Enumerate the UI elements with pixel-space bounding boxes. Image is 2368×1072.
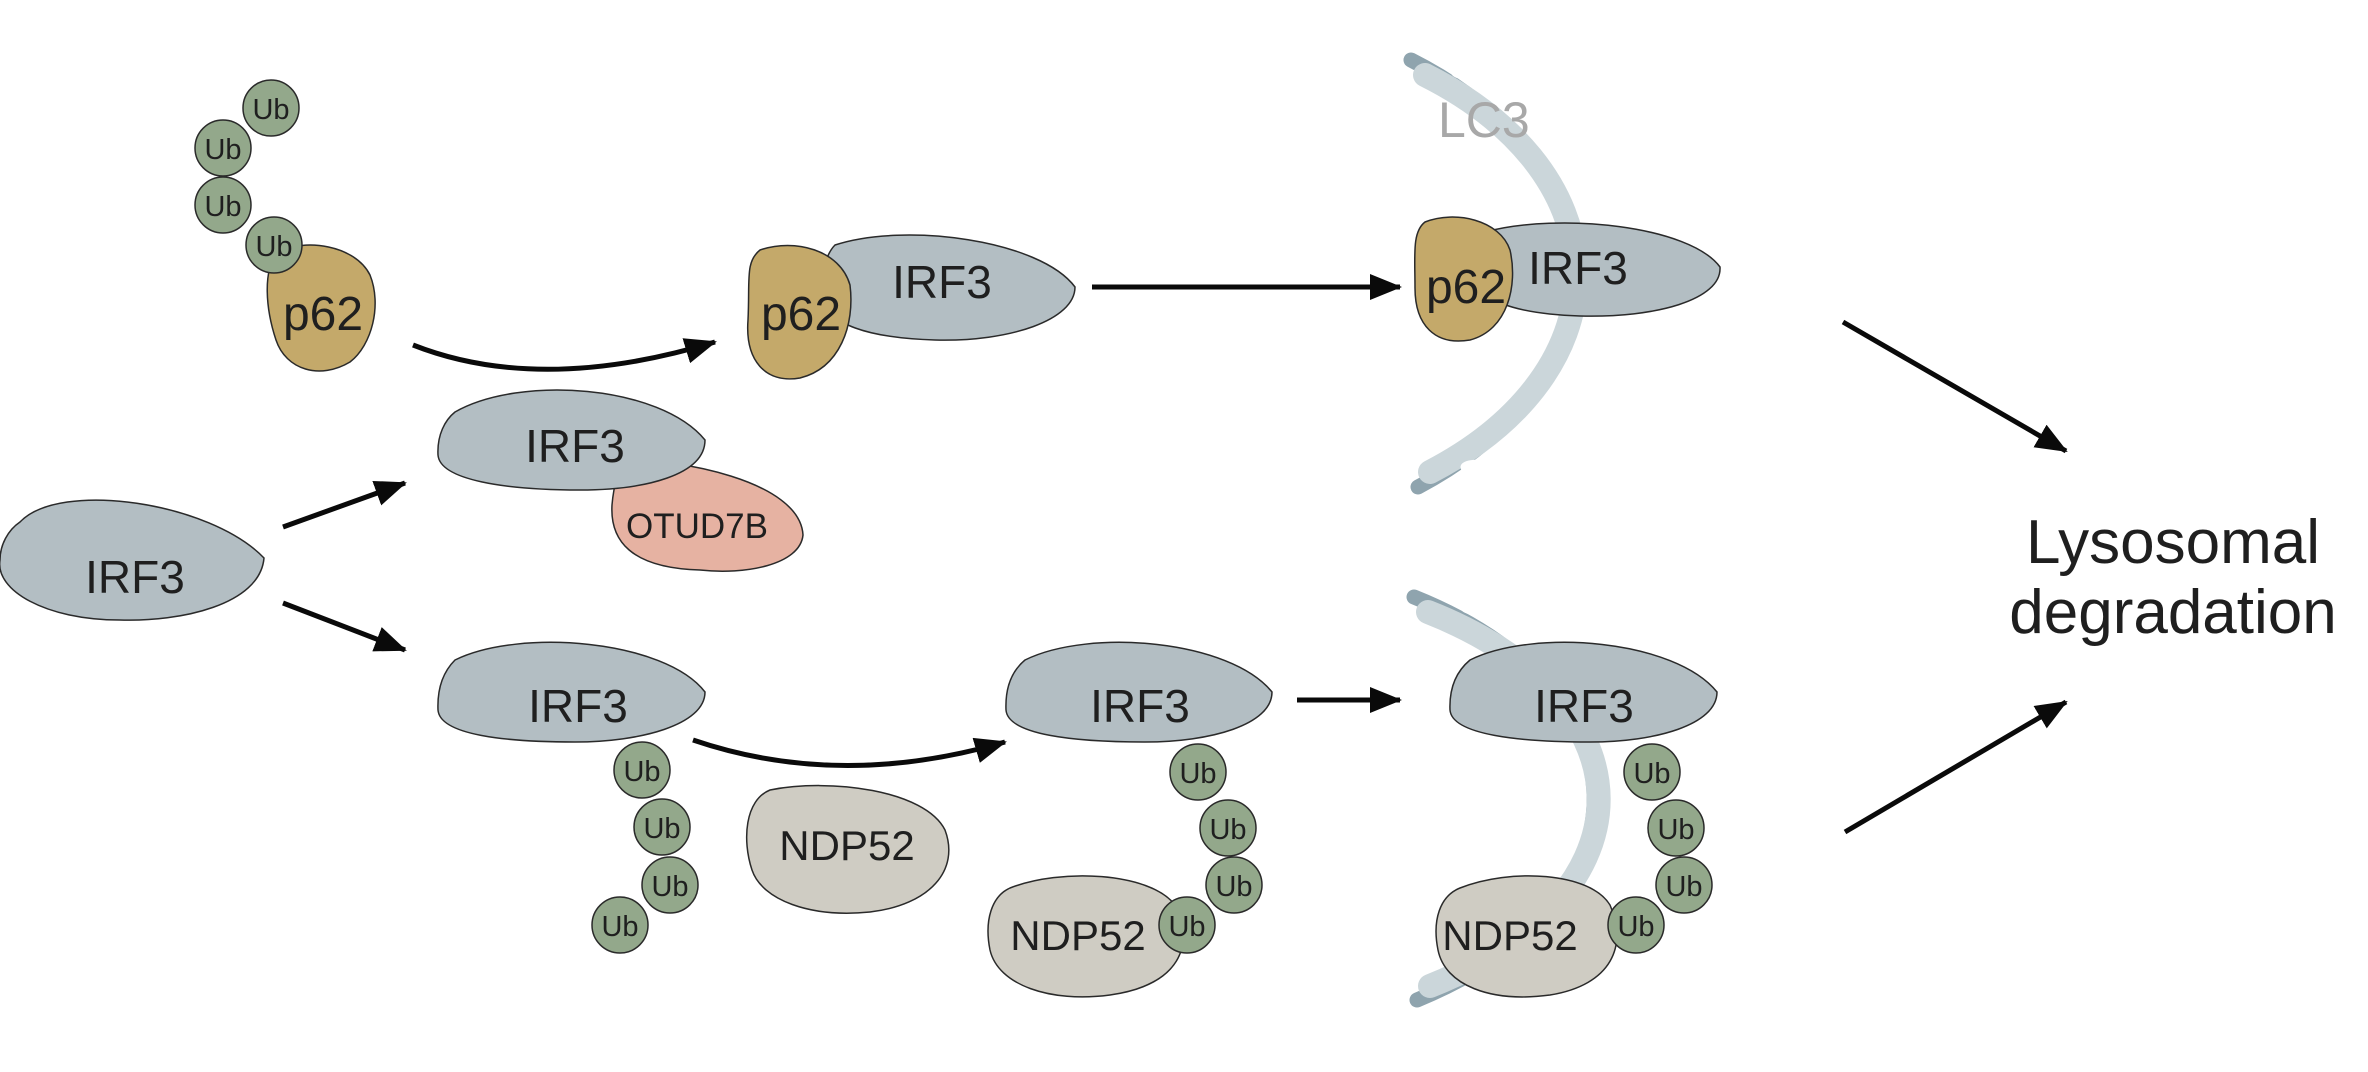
irf3-p62-bound-label: IRF3 <box>892 256 992 308</box>
irf3-ub-ndp52-complex: IRF3 NDP52 Ub Ub Ub Ub <box>987 641 1273 998</box>
p62-irf3-complex: IRF3 p62 <box>746 234 1076 380</box>
otud7b <box>611 459 804 572</box>
arrows <box>282 274 2068 835</box>
ndp52-free: NDP52 <box>746 784 950 914</box>
p62-free <box>266 244 376 372</box>
ub-label: Ub <box>252 94 289 126</box>
irf3-autophagosome-bottom-label: IRF3 <box>1534 680 1634 732</box>
outcome-line-2: degradation <box>2009 578 2337 647</box>
irf3-autophagosome-top-label: IRF3 <box>1528 242 1628 294</box>
ub-bead <box>1647 799 1705 857</box>
ub-bead <box>1205 856 1263 914</box>
ub-bead <box>1199 799 1257 857</box>
irf3-ndp52-bound-label: IRF3 <box>1090 680 1190 732</box>
ub-bead <box>1607 896 1665 954</box>
ndp52-bound <box>987 875 1184 998</box>
irf3-autophagosome-bottom <box>1449 641 1718 743</box>
ub-label: Ub <box>651 871 688 903</box>
ub-bead <box>1623 743 1681 801</box>
ub-label: Ub <box>601 911 638 943</box>
p62-ub-chain: Ub Ub Ub Ub p62 <box>194 79 376 372</box>
ub-label: Ub <box>1665 871 1702 903</box>
ub-label: Ub <box>1633 758 1670 790</box>
ub-label: Ub <box>1168 911 1205 943</box>
arrow-bottom-to-lysosome <box>1843 699 2068 835</box>
p62-autophagosome-label: p62 <box>1426 261 1506 314</box>
ub-bead <box>1169 743 1227 801</box>
ub-label: Ub <box>1179 758 1216 790</box>
ub-bead <box>591 896 649 954</box>
arrow-top-to-lysosome <box>1841 319 2068 454</box>
arrow-ndp52-binding <box>692 737 1007 768</box>
ndp52-free-label: NDP52 <box>779 822 914 869</box>
ub-label: Ub <box>1617 911 1654 943</box>
irf3-free-label: IRF3 <box>85 551 185 603</box>
otud7b-label: OTUD7B <box>626 507 768 546</box>
irf3-otud7b <box>437 389 706 491</box>
p62-irf3-in-autophagosome: IRF3 p62 <box>1413 216 1721 342</box>
ub-chain-irf3: Ub Ub Ub Ub <box>591 741 699 954</box>
ub-label: Ub <box>1215 871 1252 903</box>
ub-label: Ub <box>255 231 292 263</box>
lysosomal-degradation-label: Lysosomal degradation <box>2009 508 2337 647</box>
arrow-to-otud7b <box>282 480 407 530</box>
ub-bead <box>194 119 252 177</box>
ub-label: Ub <box>1657 814 1694 846</box>
ub-label: Ub <box>204 134 241 166</box>
irf3-otud7b-complex: OTUD7B IRF3 <box>437 389 804 572</box>
irf3-ub-ndp52-in-autophagosome: IRF3 NDP52 Ub Ub Ub Ub <box>1435 641 1718 998</box>
outcome-line-1: Lysosomal <box>2026 508 2320 577</box>
ub-bead <box>245 216 303 274</box>
ndp52-bound-label: NDP52 <box>1010 912 1145 959</box>
p62-free-label: p62 <box>283 288 363 341</box>
arrow-to-ubiquitination <box>282 600 407 653</box>
irf3-ub-label: IRF3 <box>528 680 628 732</box>
ub-bead <box>613 741 671 799</box>
ub-bead <box>1655 856 1713 914</box>
arrow-p62-binding <box>412 338 717 372</box>
ub-bead <box>633 798 691 856</box>
ub-label: Ub <box>1209 814 1246 846</box>
lc3-label: LC3 <box>1438 92 1530 148</box>
irf3-ndp52-bound <box>1005 641 1273 743</box>
irf3-ub <box>437 641 706 743</box>
irf3-ubiquitinated: IRF3 Ub Ub Ub Ub <box>437 641 706 954</box>
ub-label: Ub <box>643 813 680 845</box>
irf3-free: IRF3 <box>0 499 265 621</box>
p62-bound <box>746 244 852 380</box>
ub-chain-ndp52: Ub Ub Ub Ub <box>1158 743 1263 954</box>
ndp52-autophagosome <box>1435 875 1618 998</box>
ub-bead <box>194 176 252 234</box>
autophagosome-top <box>1403 35 1798 495</box>
ub-bead <box>641 856 699 914</box>
ndp52-autophagosome-label: NDP52 <box>1442 912 1577 959</box>
ub-bead <box>1158 896 1216 954</box>
p62-bound-label: p62 <box>761 288 841 341</box>
ub-label: Ub <box>204 191 241 223</box>
irf3-otud7b-label: IRF3 <box>525 420 625 472</box>
p62-autophagosome <box>1413 216 1514 342</box>
ub-bead <box>242 79 300 137</box>
ub-chain-autophagosome: Ub Ub Ub Ub <box>1607 743 1713 954</box>
ub-label: Ub <box>623 756 660 788</box>
ub-chain-p62: Ub Ub Ub <box>194 79 300 234</box>
